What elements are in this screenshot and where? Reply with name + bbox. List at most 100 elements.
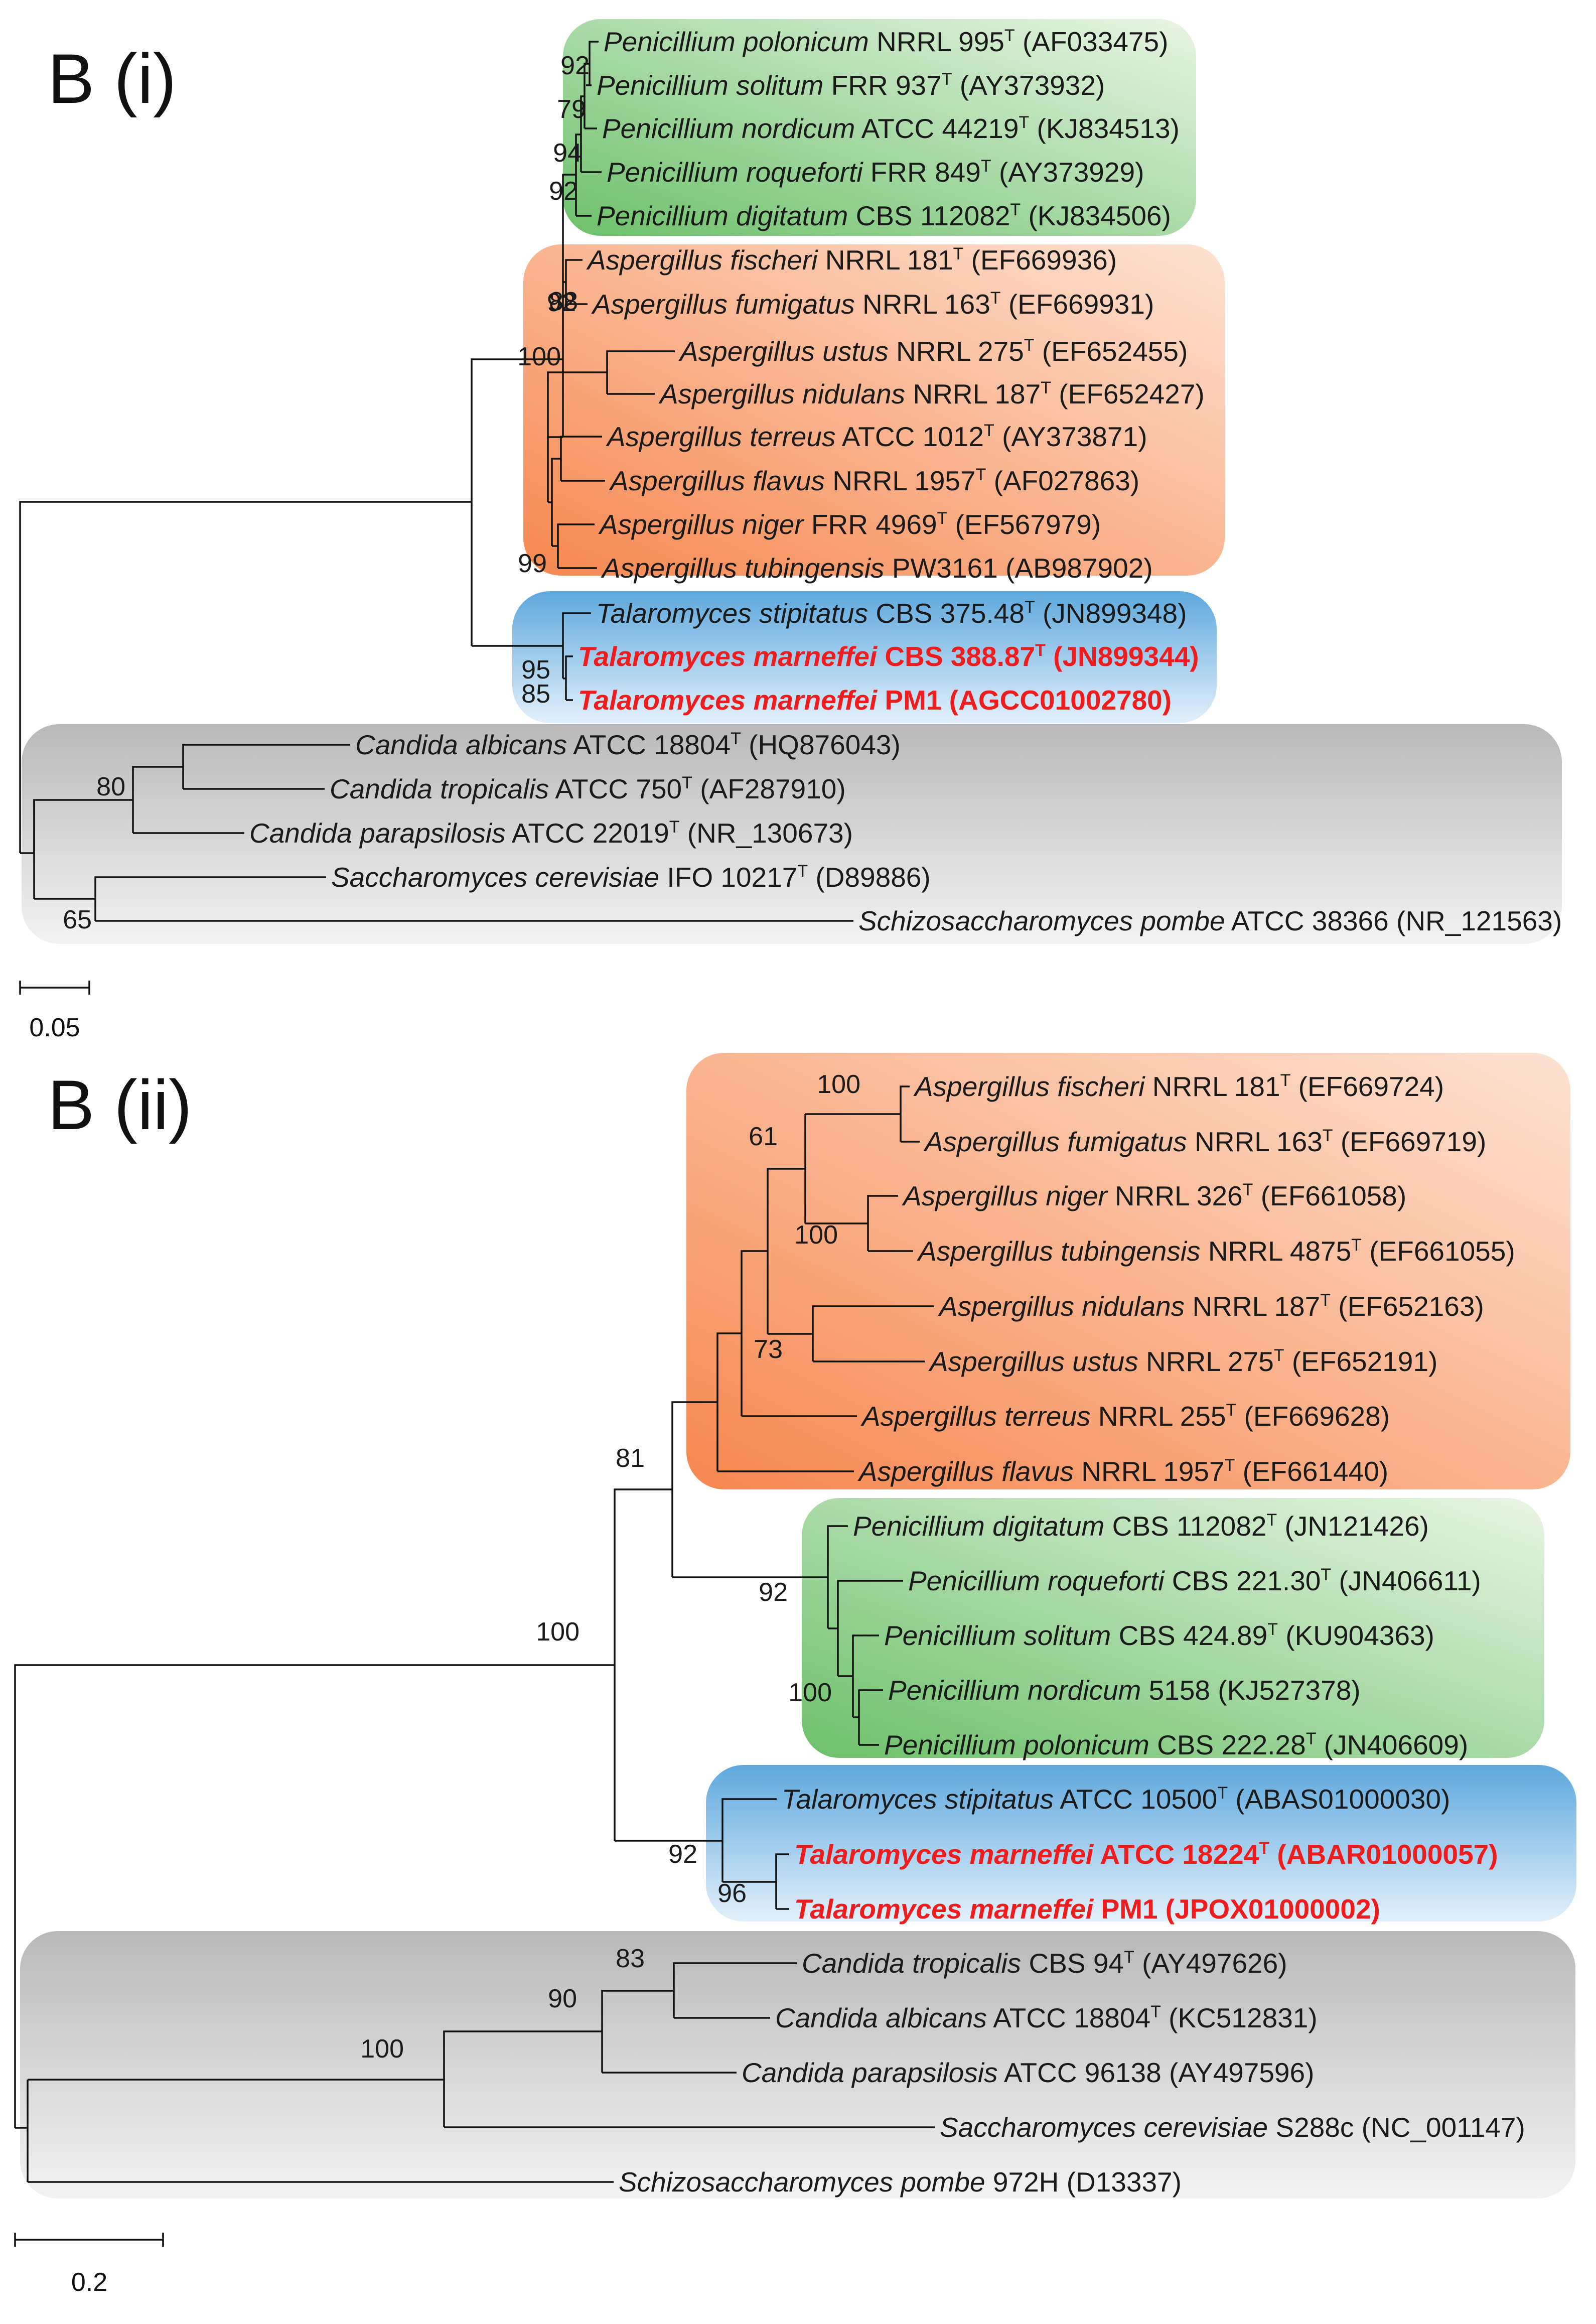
strain-id: FRR 4969 <box>804 509 937 540</box>
species-name: Aspergillus flavus <box>609 465 825 496</box>
tree-branch <box>565 259 577 304</box>
strain-id: ATCC 18224 <box>1093 1839 1259 1870</box>
type-strain-mark: T <box>1150 2002 1161 2021</box>
tree-branch <box>614 1488 672 1841</box>
species-name: Penicillium polonicum <box>884 1729 1149 1760</box>
accession-number: (AGCC01002780) <box>949 685 1172 716</box>
accession-number: (AY373871) <box>1002 421 1147 452</box>
strain-id: ATCC 96138 <box>998 2057 1162 2088</box>
clade-box-aspergillus <box>523 244 1225 576</box>
taxon-label: Talaromyces marneffei ATCC 18224T (ABAR0… <box>794 1839 1498 1870</box>
bootstrap-value: 94 <box>553 139 582 168</box>
strain-id: CBS 112082 <box>848 200 1010 231</box>
species-name: Candida parapsilosis <box>742 2057 998 2088</box>
strain-id: NRRL 181 <box>818 244 953 276</box>
accession-number: (JN406611) <box>1339 1565 1481 1596</box>
taxon-label: Penicillium nordicum ATCC 44219T (KJ8345… <box>602 113 1180 144</box>
type-strain-mark: T <box>1004 26 1015 45</box>
taxon-label: Aspergillus ustus NRRL 275T (EF652191) <box>928 1346 1437 1377</box>
species-name: Penicillium digitatum <box>853 1511 1104 1542</box>
species-name: Penicillium roqueforti <box>908 1565 1165 1596</box>
strain-id: NRRL 326 <box>1107 1180 1243 1211</box>
taxon-label: Aspergillus fumigatus NRRL 163T (EF66971… <box>923 1126 1486 1157</box>
type-strain-mark: T <box>1041 378 1051 397</box>
taxon-label: Aspergillus nidulans NRRL 187T (EF652163… <box>938 1291 1484 1322</box>
tree-branch <box>562 174 576 282</box>
bootstrap-value: 73 <box>754 1335 783 1364</box>
tree-branch <box>775 1853 783 1909</box>
clade-box-yeast <box>20 1931 1575 2199</box>
tree-labels: B (i)Penicillium polonicum NRRL 995T (AF… <box>29 26 1562 2297</box>
taxon-label: Aspergillus nidulans NRRL 187T (EF652427… <box>658 378 1205 409</box>
bootstrap-value: 81 <box>616 1444 645 1473</box>
species-name: Aspergillus fumigatus <box>591 289 855 320</box>
species-name: Aspergillus tubingensis <box>601 553 885 584</box>
strain-id: NRRL 163 <box>1187 1126 1323 1157</box>
strain-id: CBS 221.30 <box>1165 1565 1321 1596</box>
bootstrap-value: 90 <box>548 1984 577 2013</box>
tree-branch <box>562 612 586 678</box>
bootstrap-value: 100 <box>817 1070 860 1099</box>
panel-title: B (ii) <box>48 1065 192 1144</box>
type-strain-mark: T <box>1225 1456 1235 1475</box>
bootstrap-value: 92 <box>668 1840 697 1869</box>
strain-id: FRR 849 <box>863 157 981 188</box>
type-strain-mark: T <box>1323 1126 1333 1145</box>
type-strain-mark: T <box>1320 1291 1331 1310</box>
taxon-label: Penicillium nordicum 5158 (KJ527378) <box>888 1675 1361 1706</box>
species-name: Penicillium solitum <box>884 1620 1111 1651</box>
accession-number: (EF567979) <box>955 509 1101 540</box>
taxon-label: Aspergillus fumigatus NRRL 163T (EF66993… <box>591 289 1154 320</box>
taxon-label: Saccharomyces cerevisiae S288c (NC_00114… <box>940 2112 1525 2143</box>
bootstrap-value: 100 <box>536 1617 579 1647</box>
tree-branch <box>900 1085 903 1142</box>
accession-number: (KJ527378) <box>1218 1675 1360 1706</box>
bootstrap-value: 83 <box>616 1944 645 1973</box>
accession-number: (EF652163) <box>1338 1291 1484 1322</box>
species-name: Aspergillus fumigatus <box>923 1126 1187 1157</box>
species-name: Talaromyces marneffei <box>794 1893 1094 1925</box>
accession-number: (EF661058) <box>1261 1180 1406 1211</box>
strain-id: PW3161 <box>885 553 998 584</box>
bootstrap-value: 100 <box>794 1220 838 1250</box>
accession-number: (AF027863) <box>994 465 1139 496</box>
species-name: Talaromyces stipitatus <box>782 1784 1054 1815</box>
strain-id: PM1 <box>1093 1893 1157 1925</box>
type-strain-mark: T <box>984 421 994 440</box>
strain-id: NRRL 187 <box>1185 1291 1320 1322</box>
strain-id: S288c <box>1268 2112 1354 2143</box>
strain-id: ATCC 22019 <box>506 817 669 849</box>
taxon-label: Penicillium polonicum CBS 222.28T (JN406… <box>884 1729 1468 1760</box>
taxon-label: Aspergillus niger NRRL 326T (EF661058) <box>902 1180 1406 1211</box>
type-strain-mark: T <box>1019 113 1029 132</box>
tree-branch <box>837 1580 897 1676</box>
accession-number: (KJ834513) <box>1037 113 1180 144</box>
strain-id: CBS 388.87 <box>877 641 1035 672</box>
strain-id: NRRL 1957 <box>825 465 976 496</box>
clade-box-penicillium <box>563 19 1196 236</box>
accession-number: (JPOX01000002) <box>1166 1893 1380 1925</box>
species-name: Talaromyces marneffei <box>794 1839 1094 1870</box>
taxon-label: Penicillium roqueforti CBS 221.30T (JN40… <box>908 1565 1481 1596</box>
taxon-label: Candida albicans ATCC 18804T (HQ876043) <box>355 729 901 760</box>
taxon-label: Schizosaccharomyces pombe ATCC 38366 (NR… <box>858 905 1562 936</box>
tree-branch <box>867 1195 892 1251</box>
strain-id: CBS 112082 <box>1104 1511 1266 1542</box>
accession-number: (EF652427) <box>1059 378 1204 409</box>
strain-id: NRRL 181 <box>1145 1071 1280 1102</box>
bootstrap-value: 88 <box>549 287 578 316</box>
taxon-label: Schizosaccharomyces pombe 972H (D13337) <box>619 2166 1182 2198</box>
tree-branch <box>716 1332 742 1471</box>
tree-branch <box>182 744 345 789</box>
accession-number: (EF669628) <box>1244 1401 1390 1432</box>
tree-branch <box>19 501 472 853</box>
tree-branch <box>812 1305 928 1361</box>
tree-branch <box>673 1962 790 2018</box>
species-name: Candida tropicalis <box>802 1948 1021 1979</box>
strain-id: NRRL 275 <box>889 336 1024 367</box>
accession-number: (KU904363) <box>1285 1620 1434 1651</box>
taxon-label: Penicillium digitatum CBS 112082T (JN121… <box>853 1511 1429 1542</box>
type-strain-mark: T <box>1243 1180 1253 1199</box>
tree-branch <box>557 523 589 568</box>
